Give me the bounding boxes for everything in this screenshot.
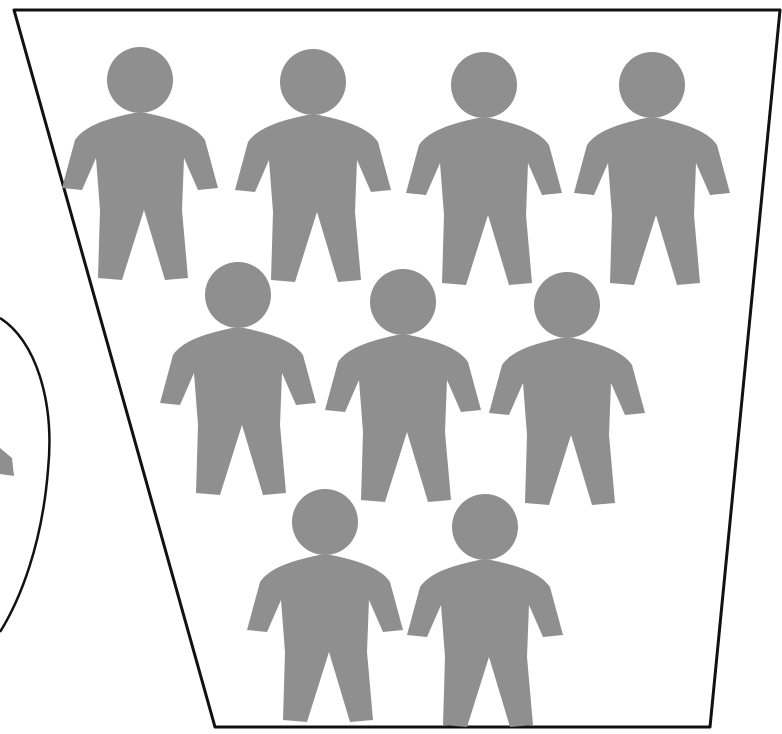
person-head bbox=[292, 489, 358, 555]
person-head bbox=[619, 52, 685, 118]
person-head bbox=[280, 49, 346, 115]
person-head bbox=[107, 47, 173, 113]
person-head bbox=[370, 269, 436, 335]
partial-figure-fragment bbox=[0, 448, 14, 476]
person-head bbox=[452, 494, 518, 560]
person-head bbox=[451, 52, 517, 118]
person-head bbox=[205, 262, 271, 328]
person-head bbox=[534, 272, 600, 338]
